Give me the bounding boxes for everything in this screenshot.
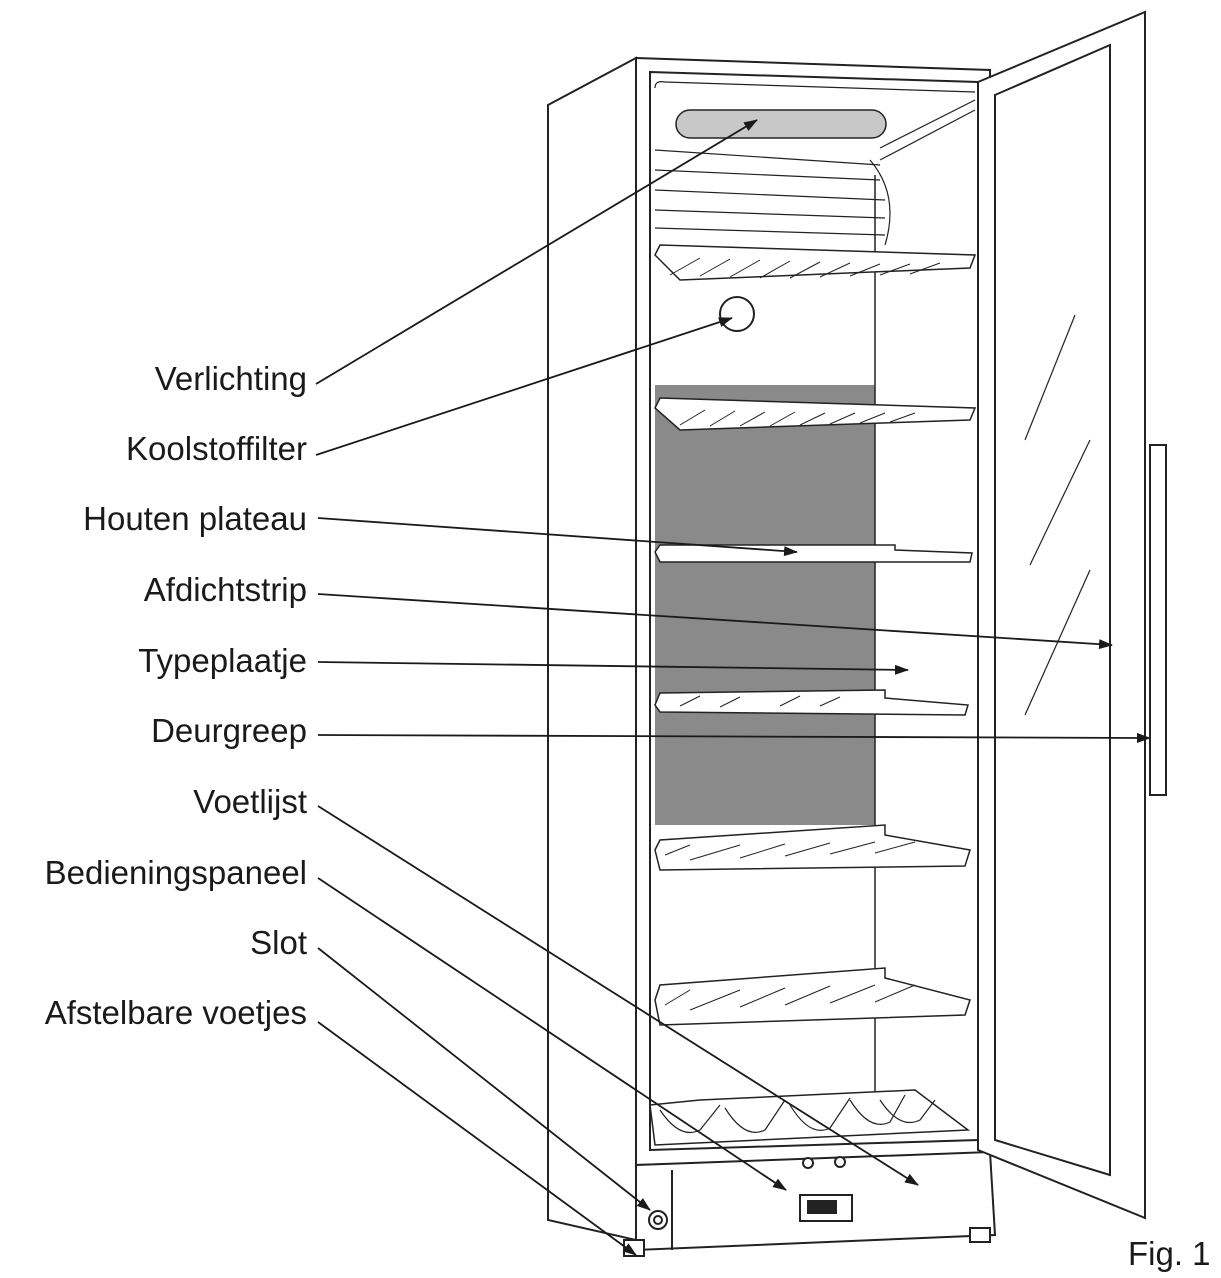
label-afdichtstrip: Afdichtstrip xyxy=(143,571,307,608)
back-wall-panel xyxy=(655,385,875,825)
label-verlichting: Verlichting xyxy=(154,360,307,397)
plinth xyxy=(623,1150,997,1257)
carbon-filter-disc xyxy=(719,296,755,332)
label-typeplaatje: Typeplaatje xyxy=(138,642,307,679)
label-bedieningspaneel: Bedieningspaneel xyxy=(44,854,307,891)
label-houten-plateau: Houten plateau xyxy=(83,500,307,537)
door xyxy=(977,10,1167,1220)
light-bar xyxy=(675,109,887,139)
door-handle xyxy=(1149,444,1167,796)
shelves xyxy=(649,244,977,1146)
cabinet-side xyxy=(547,56,637,1242)
label-afstelbare-voetjes: Afstelbare voetjes xyxy=(44,994,307,1031)
figure-caption: Fig. 1 xyxy=(1128,1235,1211,1272)
label-deurgreep: Deurgreep xyxy=(151,712,307,749)
label-slot: Slot xyxy=(250,924,307,961)
leader-lines xyxy=(315,119,1151,1256)
top-ribs xyxy=(654,81,976,246)
label-voetlijst: Voetlijst xyxy=(193,783,307,820)
label-koolstoffilter: Koolstoffilter xyxy=(126,430,307,467)
